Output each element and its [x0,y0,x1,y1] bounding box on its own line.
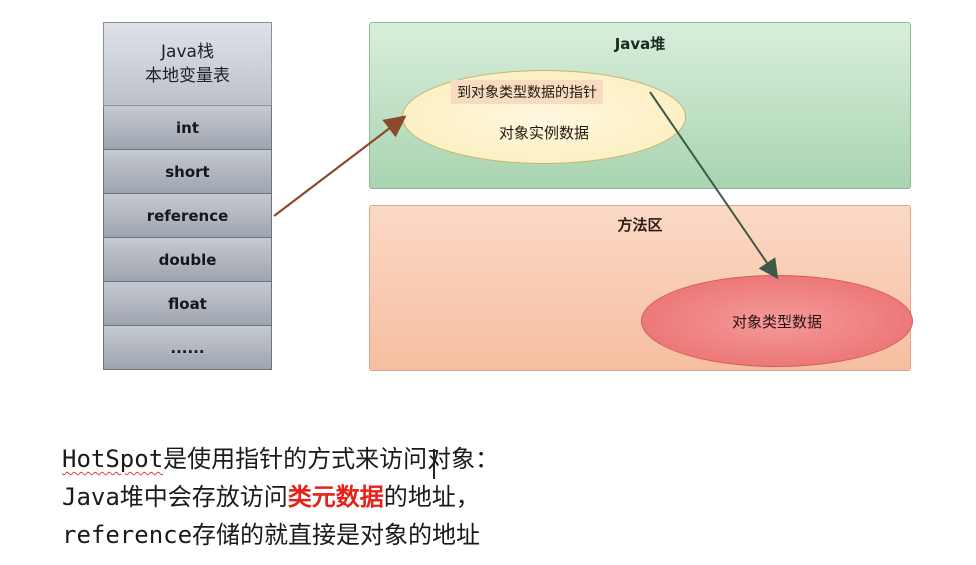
java-stack-title: Java栈 [161,42,214,62]
text-cursor [433,449,435,479]
local-variable-table-title: 本地变量表 [145,66,230,86]
stack-cell-double: double [103,238,272,282]
description-text: HotSpot是使用指针的方式来访问对象： Java堆中会存放访问类元数据的地址… [62,440,962,554]
reference-word: reference [62,521,193,549]
stack-cell-float: float [103,282,272,326]
description-line-2: Java堆中会存放访问类元数据的地址， [62,478,962,516]
reference-to-object-arrow [273,115,407,217]
java-stack-header: Java栈 本地变量表 [103,22,272,106]
object-type-data-label: 对象类型数据 [731,312,822,331]
type-pointer-label: 到对象类型数据的指针 [451,80,603,104]
stack-cell-int: int [103,106,272,150]
java-heap-title: Java堆 [614,35,666,53]
arrow-layer [273,91,779,280]
java-stack: Java栈 本地变量表 int short reference double f… [103,22,272,370]
hotspot-word: HotSpot [62,445,164,473]
description-line-3-rest: 存储的就直接是对象的地址 [192,521,481,549]
java-word: Java [62,483,120,511]
object-type-data-ellipse: 对象类型数据 [641,275,913,367]
description-line-1-rest: 是使用指针的方式来访问对象： [163,445,500,473]
method-area-title: 方法区 [617,216,663,234]
stack-cell-reference: reference [103,194,272,238]
stack-cell-short: short [103,150,272,194]
pointer-to-type-data-arrow [649,91,779,280]
memory-diagram: Java栈 本地变量表 int short reference double f… [103,22,913,371]
object-instance-label: 对象实例数据 [498,124,589,142]
class-metadata-highlight: 类元数据 [287,482,384,511]
description-line-2-part: 堆中会存放访问 [119,483,288,511]
description-line-1: HotSpot是使用指针的方式来访问对象： [62,440,962,478]
description-line-2-end: 的地址， [383,483,480,511]
description-line-3: reference存储的就直接是对象的地址 [62,516,962,554]
stack-cell-ellipsis: ...... [103,326,272,370]
